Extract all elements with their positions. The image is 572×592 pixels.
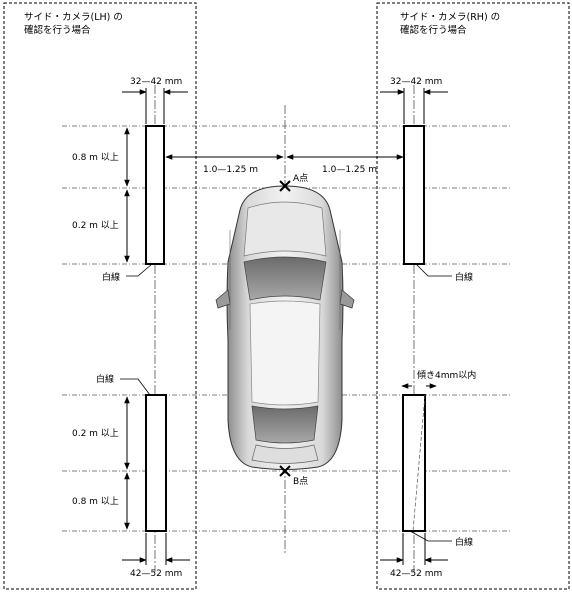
width-dimension-bottom-right: [380, 533, 448, 565]
vehicle-top-view: [215, 185, 355, 470]
left-panel-border: [3, 2, 197, 590]
right-panel-border: [376, 2, 570, 590]
white-line-bottom-left: [145, 394, 167, 532]
left-title-line1: サイド・カメラ(LH) の: [24, 12, 123, 23]
tilt-guide-line: [412, 394, 426, 532]
white-line-top-left: [145, 125, 165, 265]
white-line-label-bottom-right: 白線: [455, 536, 473, 548]
point-b-label: B点: [293, 476, 308, 487]
white-line-label-bottom-left: 白線: [96, 373, 114, 385]
white-line-top-right: [403, 125, 425, 265]
distance-right-label: 1.0—1.25 m: [322, 165, 377, 175]
bottom-right-width-label: 42—52 mm: [390, 569, 442, 579]
upper-gap-label: 0.8 m 以上: [72, 152, 119, 163]
upper-span-label: 0.2 m 以上: [72, 220, 119, 231]
top-right-width-label: 32—42 mm: [390, 77, 442, 87]
distance-left-label: 1.0—1.25 m: [203, 165, 258, 175]
point-a-marker: [279, 180, 291, 192]
width-dimension-top-right: [380, 88, 448, 124]
right-title-line1: サイド・カメラ(RH) の: [400, 12, 500, 23]
width-dimension-bottom-left: [122, 533, 190, 565]
left-title-line2: 確認を行う場合: [24, 24, 91, 36]
white-line-label-top-right: 白線: [455, 271, 473, 283]
point-b-marker: [279, 465, 291, 477]
leader-lines: [120, 263, 452, 542]
point-a-label: A点: [293, 173, 308, 184]
top-left-width-label: 32—42 mm: [130, 77, 182, 87]
right-title-line2: 確認を行う場合: [400, 24, 467, 36]
white-line-bottom-right: [402, 394, 426, 532]
lower-gap-label: 0.8 m 以上: [72, 496, 119, 507]
lower-span-label: 0.2 m 以上: [72, 428, 119, 439]
white-line-label-top-left: 白線: [102, 271, 120, 283]
tilt-label: 傾き4mm以内: [417, 369, 476, 381]
bottom-left-width-label: 42—52 mm: [130, 569, 182, 579]
width-dimension-top-left: [122, 88, 188, 124]
